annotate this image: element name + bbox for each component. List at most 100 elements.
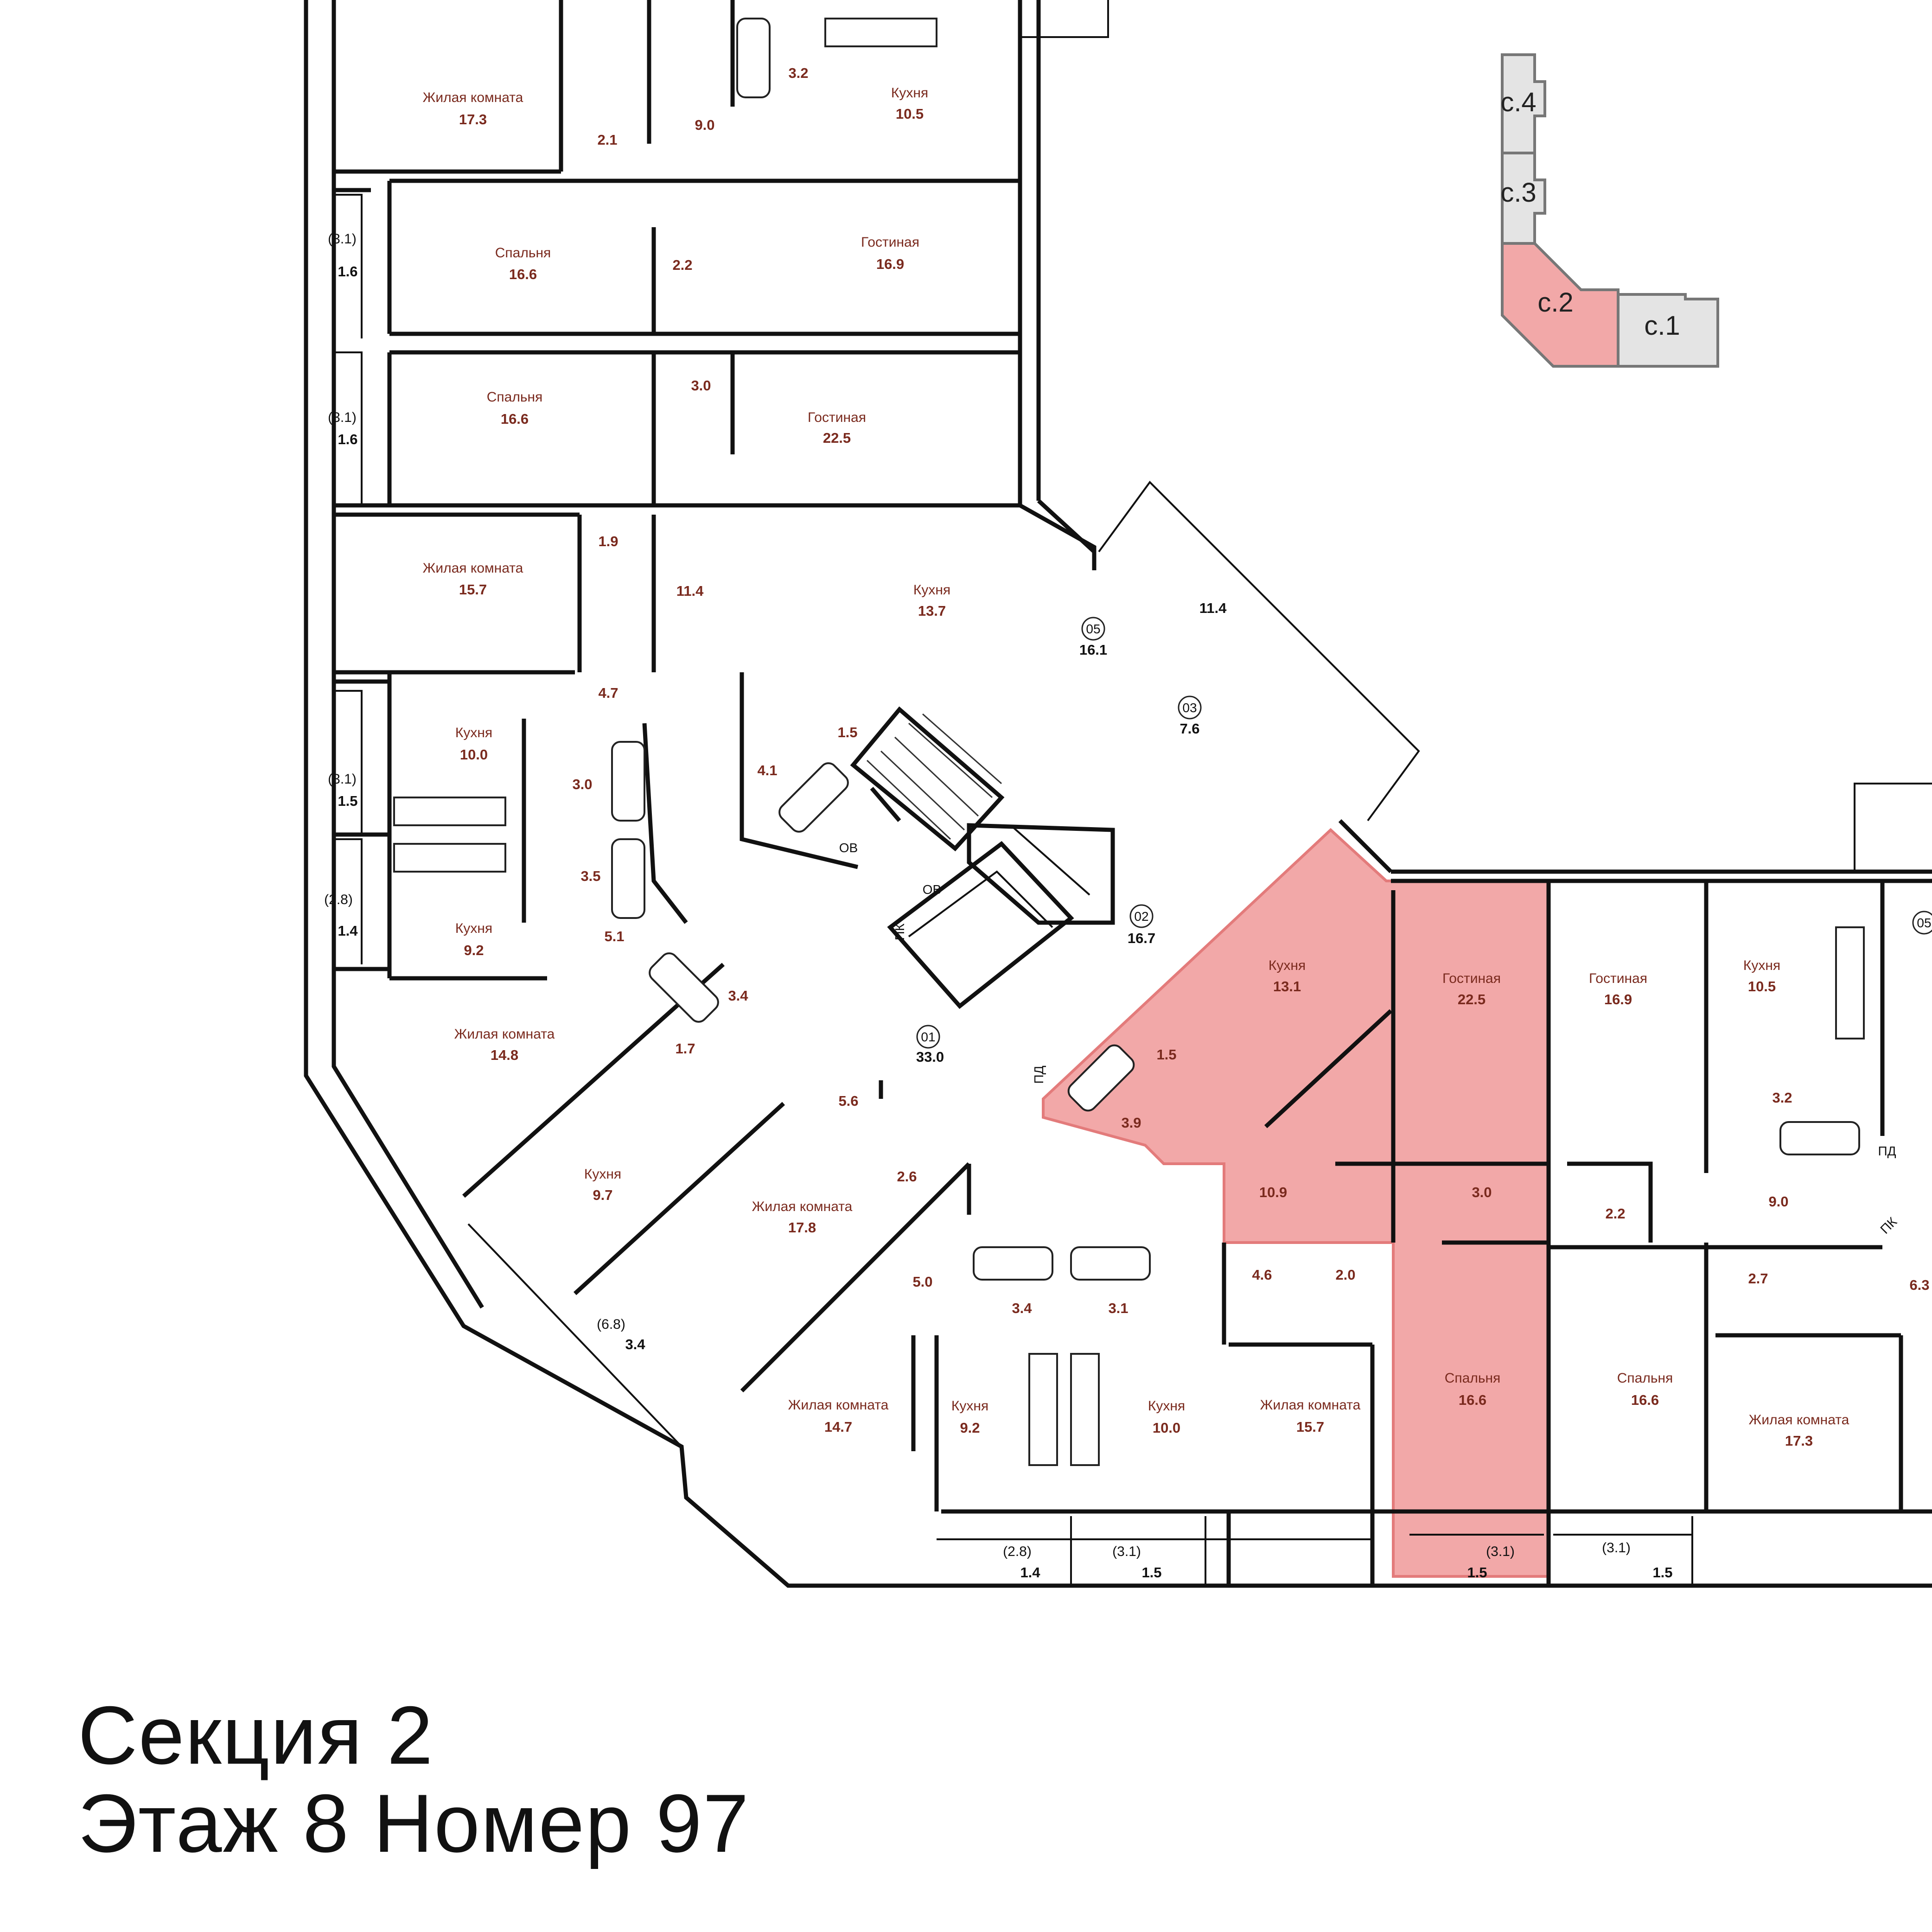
key-section-label: с.3 — [1500, 178, 1536, 208]
common-area-value: 33.0 — [916, 1049, 944, 1065]
room-area: 22.5 — [1458, 991, 1486, 1007]
utility-marker: ПД — [1032, 1065, 1046, 1084]
room-area: 3.0 — [572, 776, 592, 792]
balcony-area-full: (2.8) — [324, 892, 353, 907]
stair-core — [850, 706, 1115, 1009]
balcony-area-reduced: 1.5 — [1652, 1564, 1672, 1581]
room-area: 9.0 — [1768, 1193, 1788, 1210]
room-area: 3.0 — [691, 377, 711, 394]
room-area: 2.1 — [597, 132, 617, 148]
room-area: 15.7 — [459, 581, 487, 598]
key-plan: с.4 с.3 с.2 с.1 — [1500, 53, 1719, 368]
room-area: 13.7 — [918, 603, 946, 619]
room-area: 9.7 — [593, 1187, 612, 1203]
room-name: Жилая комната — [423, 561, 523, 576]
room-area: 5.0 — [912, 1274, 932, 1290]
room-area: 17.3 — [459, 111, 487, 128]
fixtures — [393, 18, 1865, 1466]
room-name: Кухня — [455, 921, 492, 936]
balcony-area-reduced: 1.4 — [338, 923, 358, 939]
balcony-labels: (3.1) 1.6 (3.1) 1.6 (3.1) 1.5 (2.8) 1.4 … — [324, 231, 1672, 1581]
room-area: 3.4 — [1012, 1300, 1032, 1316]
room-area: 3.4 — [728, 988, 748, 1004]
common-area-number: 01 — [921, 1030, 935, 1044]
interior-walls — [334, 0, 1903, 1586]
common-area-value: 16.7 — [1128, 930, 1155, 946]
room-name: Гостиная — [808, 410, 866, 425]
room-name: Спальня — [495, 245, 551, 261]
common-area-marker — [1912, 911, 1932, 935]
room-area: 10.0 — [460, 746, 488, 763]
room-area: 22.5 — [823, 430, 851, 446]
room-name: Кухня — [891, 85, 928, 101]
highlighted-apartment[interactable] — [1042, 828, 1550, 1578]
room-area: 3.9 — [1121, 1115, 1141, 1131]
utility-marker: ПК — [893, 923, 907, 940]
room-name: Жилая комната — [454, 1027, 555, 1042]
balcony-area-full: (2.8) — [1003, 1544, 1032, 1559]
room-area: 3.2 — [788, 65, 808, 81]
room-area: 4.6 — [1252, 1267, 1272, 1283]
room-area: 13.1 — [1273, 978, 1301, 995]
room-area: 5.1 — [604, 928, 624, 944]
balcony-area-full: (6.8) — [597, 1317, 625, 1332]
room-area: 16.9 — [876, 256, 904, 272]
utility-marker: ПК — [1877, 1214, 1900, 1237]
room-area: 16.6 — [1631, 1392, 1659, 1408]
room-area: 9.2 — [960, 1420, 980, 1436]
room-area: 10.9 — [1259, 1184, 1287, 1200]
room-name: Жилая комната — [788, 1397, 889, 1413]
utility-marker: ОВ — [923, 882, 941, 897]
room-area: 9.0 — [695, 117, 714, 133]
room-area: 4.7 — [598, 685, 618, 701]
balcony-area-reduced: 1.5 — [1141, 1564, 1161, 1581]
key-section-label: с.1 — [1644, 311, 1680, 341]
common-area-marker — [1129, 904, 1154, 928]
room-area: 14.7 — [824, 1419, 852, 1435]
room-name: Гостиная — [1589, 971, 1647, 986]
room-area: 9.2 — [464, 942, 484, 958]
room-area: 3.1 — [1108, 1300, 1128, 1316]
balcony-area-full: (3.1) — [1486, 1544, 1515, 1559]
utility-marker: ОВ — [839, 841, 858, 855]
key-section-1[interactable] — [1617, 293, 1719, 368]
room-area: 16.9 — [1604, 991, 1632, 1007]
room-name: Кухня — [1743, 958, 1780, 973]
room-name: Гостиная — [1442, 971, 1501, 986]
balcony-area-reduced: 1.5 — [338, 793, 357, 809]
balcony-area-full: (3.1) — [328, 231, 357, 247]
room-area: 2.7 — [1748, 1270, 1768, 1287]
common-area-number: 02 — [1134, 909, 1148, 924]
common-area-marker — [916, 1025, 940, 1049]
room-name: Кухня — [913, 582, 950, 598]
room-area: 2.2 — [1605, 1205, 1625, 1222]
room-name: Кухня — [584, 1167, 621, 1182]
room-area: 16.6 — [509, 266, 537, 282]
room-area: 17.8 — [788, 1219, 816, 1236]
room-area: 2.2 — [672, 257, 692, 273]
room-name: Жилая комната — [423, 90, 523, 105]
room-area: 5.6 — [838, 1093, 858, 1109]
room-area: 2.0 — [1335, 1267, 1355, 1283]
room-name: Кухня — [1269, 958, 1306, 973]
room-area: 4.1 — [757, 762, 777, 778]
room-name: Гостиная — [861, 235, 919, 250]
utility-marker: ПД — [1878, 1144, 1896, 1158]
room-area: 2.6 — [897, 1168, 917, 1185]
room-area: 1.7 — [675, 1040, 695, 1057]
floor-number-caption: Этаж 8 Номер 97 — [78, 1777, 750, 1869]
room-name: Кухня — [1148, 1398, 1185, 1414]
room-name: Жилая комната — [1260, 1397, 1361, 1413]
balcony-area-reduced: 1.5 — [1467, 1564, 1487, 1581]
room-area: 10.5 — [896, 106, 924, 122]
room-name: Жилая комната — [1749, 1412, 1849, 1428]
balcony-area-full: (3.1) — [328, 410, 357, 425]
room-labels: Жилая комната 17.3 2.1 9.0 3.2 Кухня 10.… — [423, 65, 1930, 1449]
balcony-area-reduced: 1.6 — [338, 263, 357, 280]
room-name: Спальня — [1617, 1371, 1673, 1386]
room-area: 15.7 — [1296, 1419, 1324, 1435]
balcony-area-reduced: 3.4 — [625, 1336, 645, 1352]
common-area-number: 03 — [1182, 701, 1197, 715]
key-section-label: с.4 — [1500, 87, 1536, 117]
